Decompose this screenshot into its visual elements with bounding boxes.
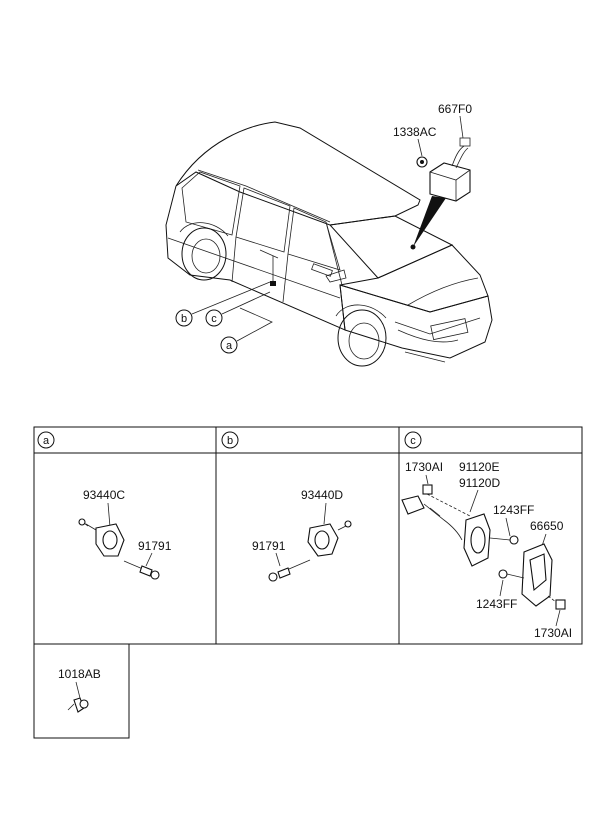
panel-c-header: c: [404, 431, 422, 449]
minivan-illustration: [165, 121, 493, 367]
parts-grid: [33, 426, 583, 739]
screw-1243ff-top-graphic: [489, 535, 519, 545]
screw-91791-a-graphic: [123, 560, 160, 580]
svg-text:b: b: [181, 313, 187, 325]
callout-1338ac: 1338AC: [393, 125, 437, 139]
panel-c-part-1730ai-bottom: 1730AI: [534, 626, 572, 640]
lamp-91120-graphic: [463, 513, 491, 567]
clip-1730ai-bottom-graphic: [547, 595, 566, 610]
door-switch-93440d-graphic: [307, 520, 352, 557]
callout-667f0: 667F0: [438, 102, 472, 116]
panel-c-part-91120d: 91120D: [459, 476, 500, 490]
panel-a-part-93440c: 93440C: [83, 488, 125, 502]
connector-graphic: [401, 495, 463, 541]
screw-1018ab-graphic: [67, 697, 89, 713]
panel-b-part-93440d: 93440D: [301, 488, 343, 502]
panel-c-part-1243ff-top: 1243FF: [493, 503, 534, 517]
panel-c-part-1243ff-bottom: 1243FF: [476, 597, 517, 611]
svg-text:b: b: [227, 435, 233, 447]
panel-c-part-66650: 66650: [530, 519, 564, 533]
extra-part-1018ab: 1018AB: [58, 667, 101, 681]
module-667f0-graphic: [429, 137, 471, 202]
svg-text:c: c: [211, 313, 217, 325]
panel-c-part-91120e: 91120E: [459, 460, 499, 474]
callout-circle-a: a: [220, 336, 238, 354]
screw-91791-b-graphic: [268, 559, 311, 582]
svg-text:a: a: [226, 340, 233, 352]
panel-b-header: b: [221, 431, 239, 449]
panel-a-header: a: [37, 431, 55, 449]
svg-text:a: a: [43, 435, 50, 447]
nut-1338ac-graphic: [416, 156, 428, 168]
svg-text:c: c: [410, 435, 416, 447]
clip-1730ai-top-graphic: [422, 484, 471, 517]
callout-circle-c: c: [205, 309, 223, 327]
panel-a-part-91791: 91791: [138, 539, 172, 553]
panel-b-part-91791: 91791: [252, 539, 286, 553]
lens-66650-graphic: [521, 543, 553, 607]
callout-circle-b: b: [175, 309, 193, 327]
door-switch-93440c-graphic: [78, 518, 125, 557]
panel-c-part-1730ai-top: 1730AI: [405, 460, 443, 474]
screw-1243ff-bottom-graphic: [498, 569, 525, 579]
